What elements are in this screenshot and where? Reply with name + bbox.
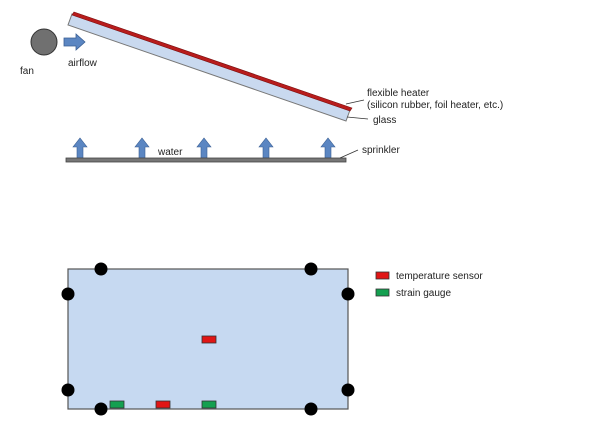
- water-arrow-icon: [134, 137, 150, 159]
- support-point: [61, 383, 75, 397]
- water-label: water: [157, 147, 183, 158]
- support-point: [304, 262, 318, 276]
- strain-gauge: [201, 400, 217, 409]
- water-arrow-icon: [196, 137, 212, 159]
- airflow-label: airflow: [68, 58, 98, 69]
- heater-leader-line: [345, 99, 365, 105]
- legend-swatch-temperature-sensor: [375, 271, 390, 280]
- heater-label-line1: flexible heater: [367, 88, 430, 99]
- fan-label: fan: [20, 66, 34, 77]
- temperature-sensor: [155, 400, 171, 409]
- fan-icon: [30, 28, 58, 56]
- legend-label-temperature-sensor: temperature sensor: [396, 271, 483, 282]
- sprinkler-label: sprinkler: [362, 145, 400, 156]
- support-point: [341, 287, 355, 301]
- heater-label-line2: (silicon rubber, foil heater, etc.): [367, 100, 503, 111]
- sprinkler-bar: [65, 157, 347, 163]
- support-point: [94, 402, 108, 416]
- legend-label-strain-gauge: strain gauge: [396, 288, 451, 299]
- water-arrow-icon: [258, 137, 274, 159]
- support-point: [341, 383, 355, 397]
- water-arrow-icon: [72, 137, 88, 159]
- glass-label: glass: [373, 115, 396, 126]
- glass-leader-line: [346, 116, 369, 120]
- temperature-sensor: [201, 335, 217, 344]
- support-point: [94, 262, 108, 276]
- support-point: [304, 402, 318, 416]
- water-arrow-icon: [320, 137, 336, 159]
- flexible-heater: [71, 11, 353, 112]
- sprinkler-leader-line: [339, 149, 359, 159]
- strain-gauge: [109, 400, 125, 409]
- airflow-arrow-icon: [63, 33, 86, 51]
- support-point: [61, 287, 75, 301]
- glass-pane: [67, 13, 351, 122]
- legend-swatch-strain-gauge: [375, 288, 390, 297]
